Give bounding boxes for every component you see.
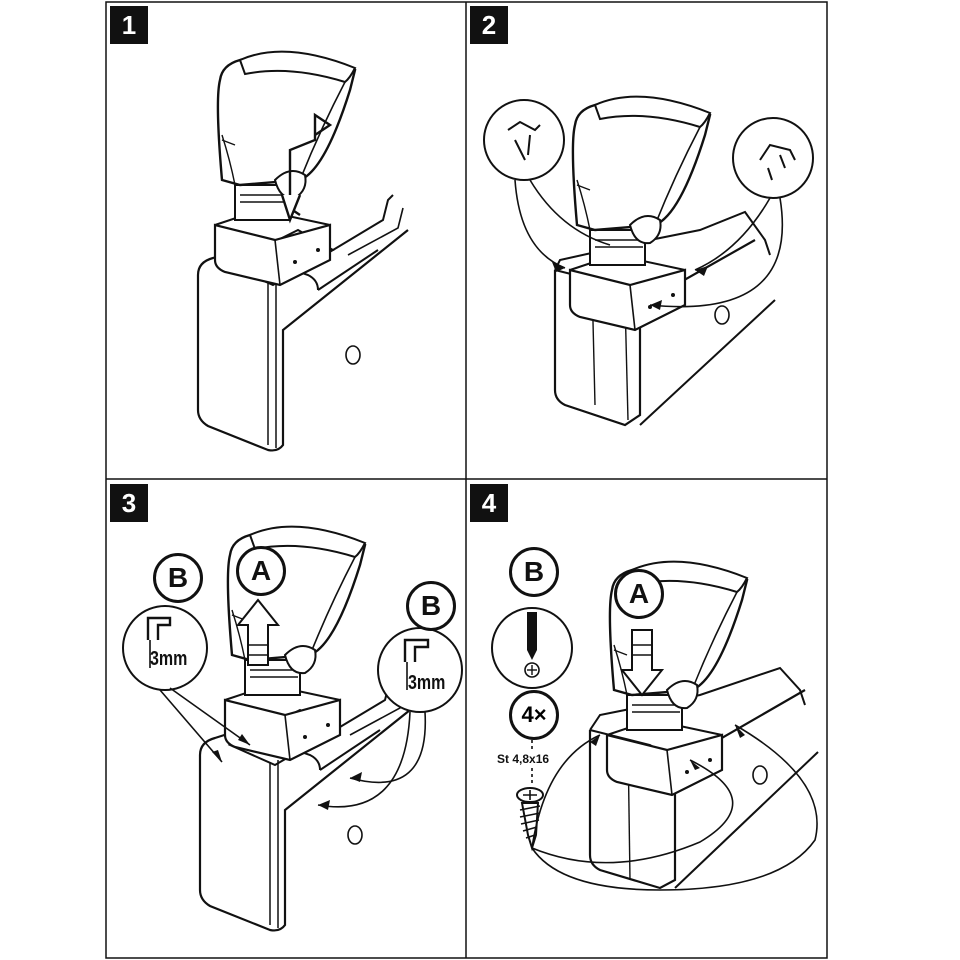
quantity-badge: 4× — [509, 690, 559, 740]
drill-size-label: 3mm — [150, 648, 188, 670]
step-number-badge: 3 — [110, 484, 148, 522]
drill-bit-icon — [403, 638, 430, 662]
screw-icon — [516, 787, 544, 852]
armrest-drawing — [568, 95, 712, 332]
hand-pointer-icon — [507, 120, 541, 161]
callout-letter: A — [614, 569, 664, 619]
screwdriver-icon — [527, 612, 537, 660]
step-number-badge: 2 — [470, 6, 508, 44]
panel-2-drawing — [483, 95, 814, 427]
panel-3-drawing — [122, 525, 463, 932]
screw-spec-label: St 4,8x16 — [497, 752, 550, 766]
panel-1-drawing — [196, 50, 410, 452]
step-number-badge: 1 — [110, 6, 148, 44]
up-arrow-icon — [235, 598, 281, 666]
callout-letter: B — [153, 553, 203, 603]
down-arrow-icon — [619, 629, 665, 697]
hand-pointer-icon — [759, 143, 796, 181]
step-number-badge: 4 — [470, 484, 508, 522]
callout-letter: B — [406, 581, 456, 631]
panel-4-drawing — [491, 560, 819, 891]
drill-bit-icon — [146, 616, 172, 640]
drill-size-label: 3mm — [408, 672, 446, 694]
callout-letter: B — [509, 547, 559, 597]
callout-letter: A — [236, 546, 286, 596]
